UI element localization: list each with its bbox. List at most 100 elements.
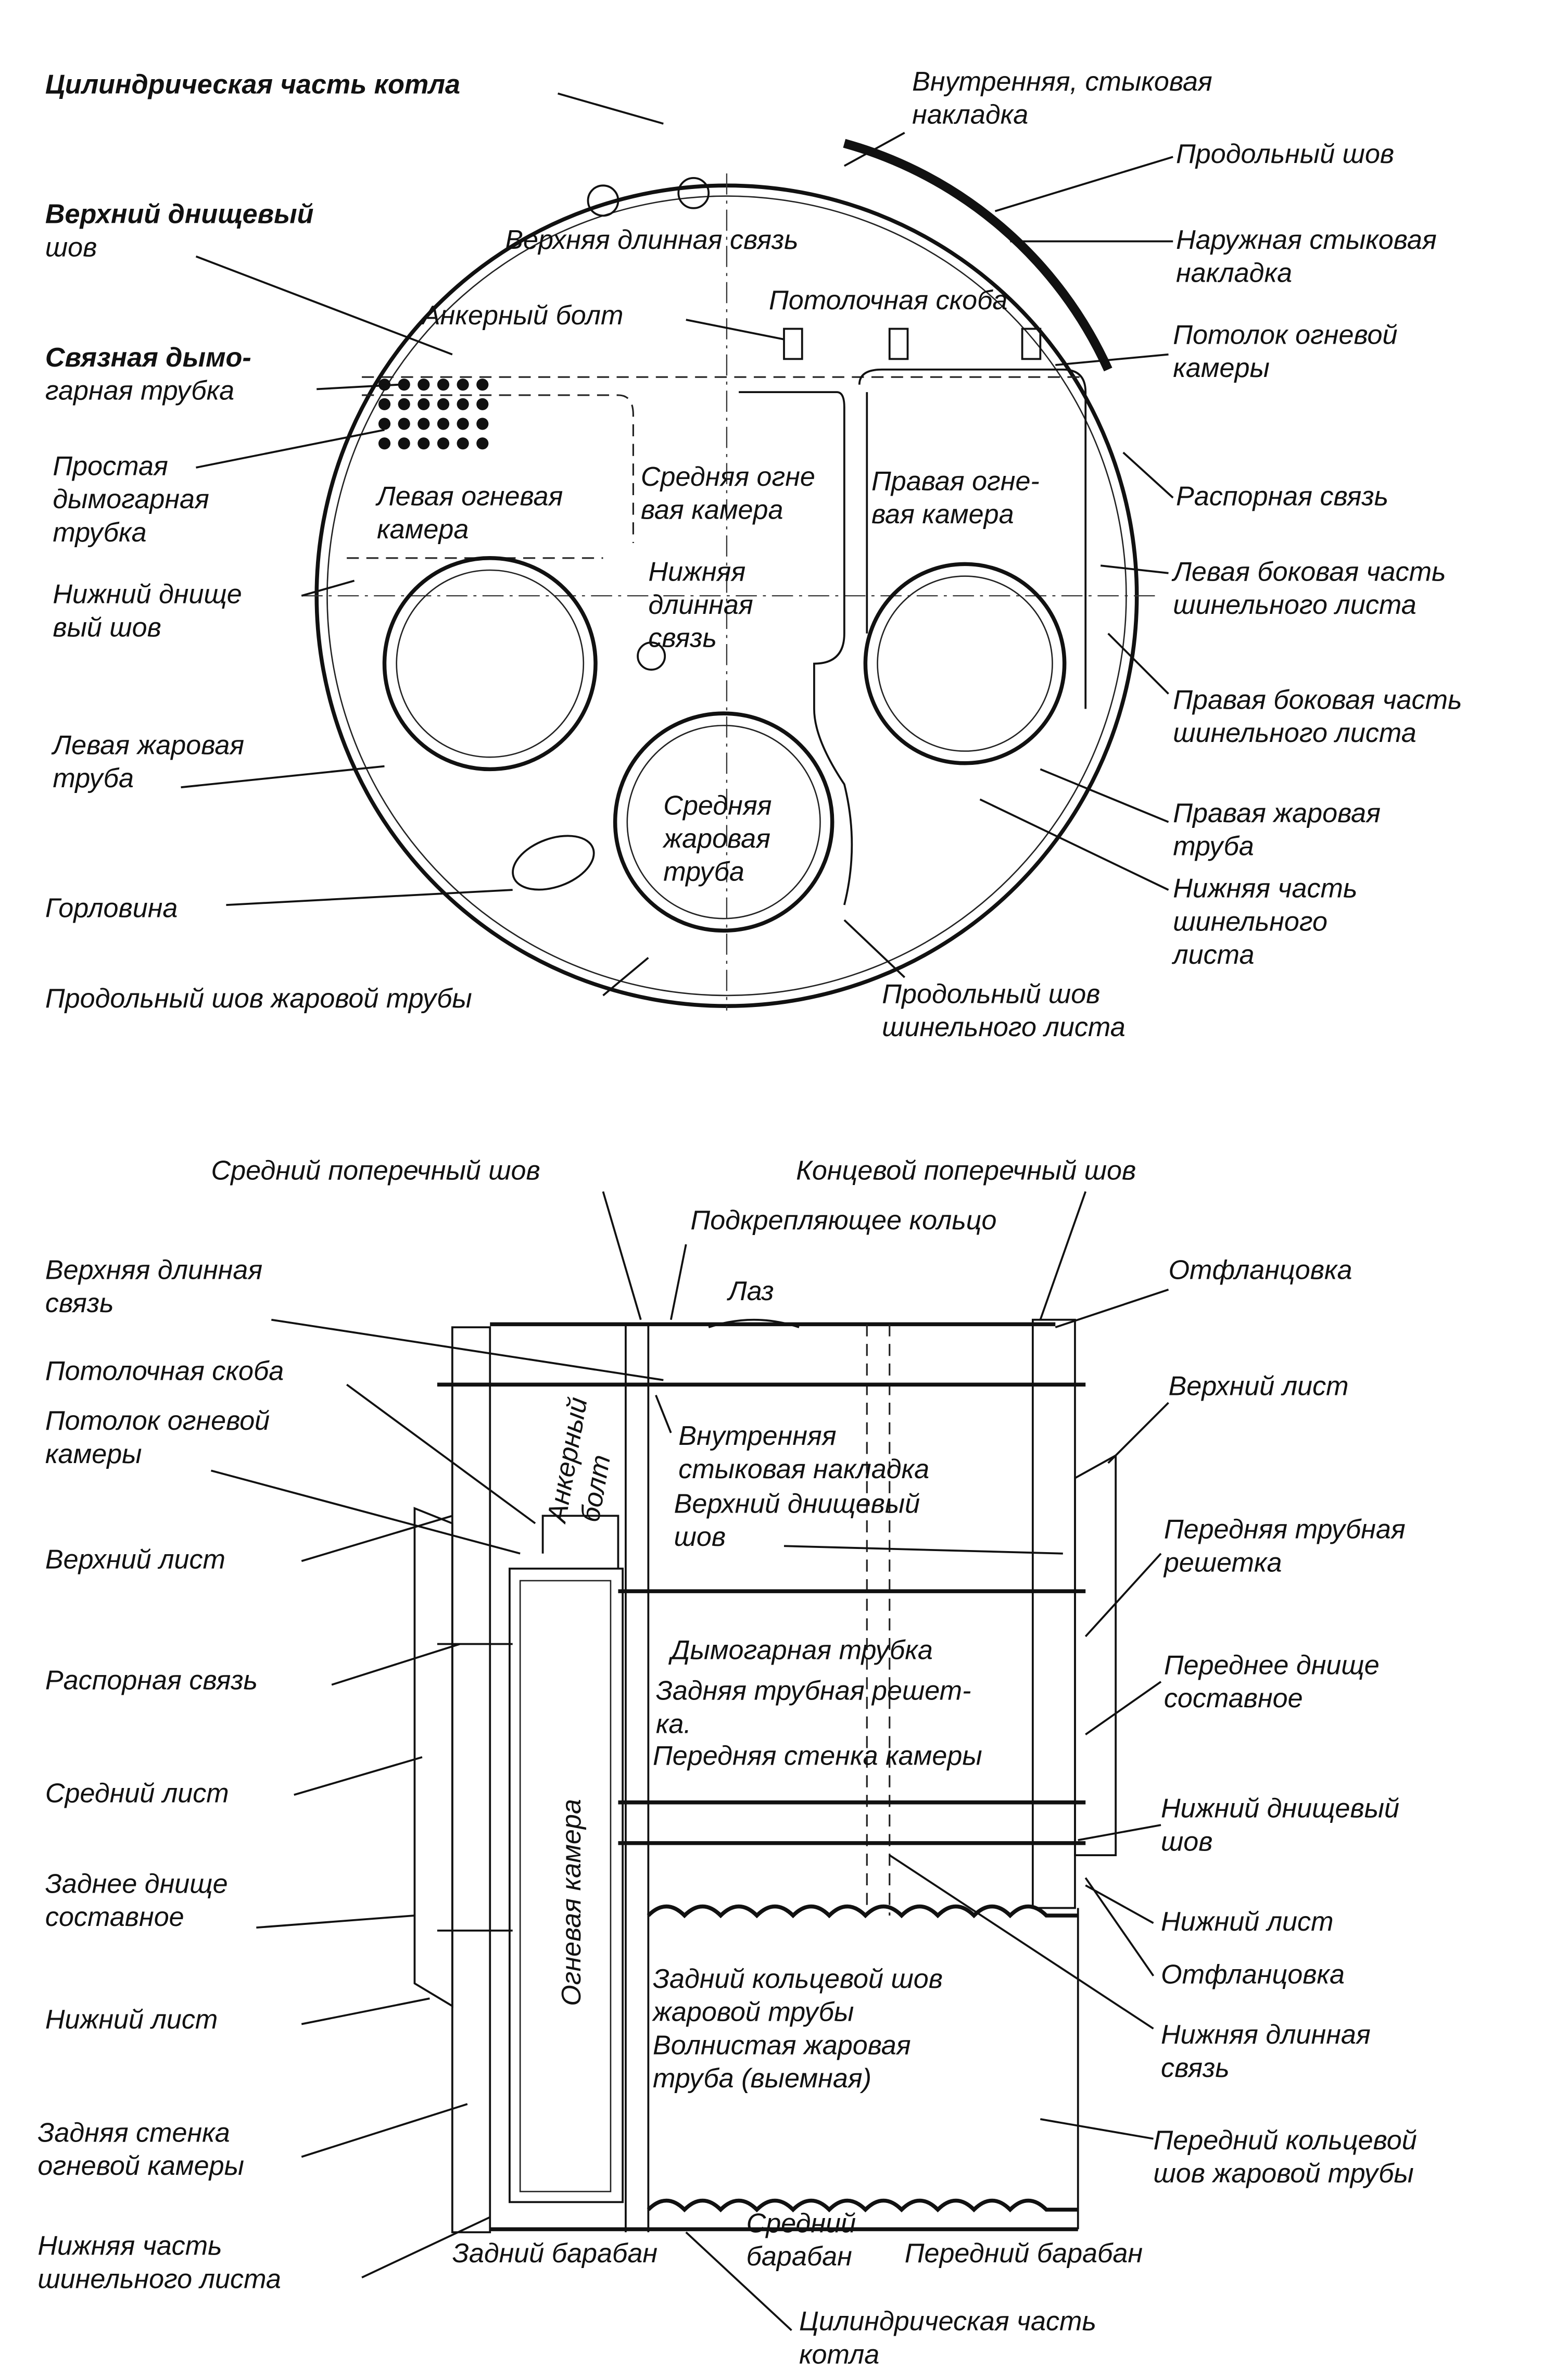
- smoke-tube-dot: [378, 398, 391, 410]
- label-top-view-manhole: Горловина: [45, 893, 178, 923]
- label-side-view-lower-head-seam: шов: [1161, 1827, 1212, 1857]
- label-side-view-cyl-part: Цилиндрическая часть: [799, 2307, 1096, 2337]
- smoke-tube-dot: [398, 379, 410, 391]
- label-side-view-spacer-stay: Распорная связь: [45, 1665, 258, 1695]
- label-top-view-stay-tube: гарная трубка: [45, 376, 234, 406]
- leader-line: [181, 765, 385, 789]
- smoke-tube-dot: [398, 437, 410, 450]
- corrugated-flue-top: [647, 1904, 1078, 1919]
- smoke-tube-dot: [437, 418, 450, 430]
- label-top-view-inner-strap: Внутренняя, стыковая: [912, 67, 1212, 97]
- smoke-tube-array: [378, 379, 489, 450]
- label-top-view-left-chamber: камера: [377, 514, 469, 545]
- smoke-tube-dot: [418, 379, 430, 391]
- label-side-view-front-tube-plate: Передняя трубная: [1164, 1515, 1406, 1545]
- leader-line: [1078, 1824, 1161, 1841]
- outer-butt-strap: [843, 138, 1112, 372]
- label-top-view-right-chamber: вая камера: [871, 499, 1014, 530]
- label-top-view-right-flue: труба: [1173, 831, 1254, 861]
- boiler-side-section: [413, 1318, 1117, 2234]
- leader-line: [686, 319, 785, 341]
- leader-line: [1107, 633, 1169, 695]
- leader-line: [1055, 1288, 1169, 1328]
- label-top-view-left-flue: Левая жаровая: [51, 730, 244, 760]
- label-side-view-firebox-ceiling: Потолок огневой: [45, 1406, 270, 1436]
- leader-line: [226, 889, 513, 906]
- label-side-view-rear-tube-plate: ка.: [656, 1709, 691, 1739]
- label-side-view-rear-flue-seam: жаровой трубы: [652, 1997, 854, 2027]
- label-top-view-upper-head-seam: Верхний днищевый: [45, 199, 314, 230]
- leader-line: [1084, 1877, 1155, 1976]
- label-top-view-cyl-part: Цилиндрическая часть котла: [45, 70, 460, 100]
- leader-line: [196, 429, 385, 469]
- label-top-view-lower-head-seam: Нижний днище: [53, 580, 242, 610]
- label-side-view-rear-flue-seam: Задний кольцевой шов: [653, 1964, 943, 1994]
- leader-line: [994, 156, 1173, 212]
- right-flue-tube: [863, 562, 1067, 765]
- leader-line: [1107, 1402, 1169, 1464]
- ceiling-bracket: [783, 328, 803, 360]
- label-side-view-chamber-front-wall: Передняя стенка камеры: [653, 1741, 982, 1771]
- leader-line: [1100, 564, 1169, 574]
- smoke-tube-dot: [398, 398, 410, 410]
- label-side-view-rear-tube-plate: Задняя трубная решет-: [656, 1676, 971, 1706]
- leader-lines: [181, 92, 1174, 2331]
- label-top-view-long-seam: Продольный шов: [1176, 139, 1394, 169]
- leader-line: [783, 1545, 1063, 1555]
- upper-stay-end: [677, 177, 710, 209]
- label-side-view-chamber-rear-wall: Задняя стенка: [37, 2118, 230, 2148]
- label-top-view-outer-strap: Наружная стыковая: [1176, 225, 1437, 255]
- label-top-view-lower-sheet-part: листа: [1171, 940, 1254, 970]
- leader-line: [301, 580, 355, 597]
- smoke-tube-dot: [476, 398, 489, 410]
- label-side-view-lower-long-stay: связь: [1161, 2053, 1230, 2083]
- label-side-view-upper-sheet-left: Верхний лист: [45, 1545, 225, 1575]
- label-side-view-inner-strap: стыковая накладка: [678, 1454, 929, 1484]
- label-side-view-end-circ-seam: Концевой поперечный шов: [796, 1155, 1136, 1186]
- label-side-view-flange-bottom: Отфланцовка: [1161, 1959, 1345, 1989]
- smoke-tube-dot: [457, 379, 469, 391]
- leader-line: [294, 1756, 423, 1796]
- label-top-view-lower-head-seam: вый шов: [53, 612, 161, 643]
- label-side-view-firebox-ceiling: камеры: [45, 1439, 142, 1469]
- leader-line: [331, 1643, 460, 1686]
- label-top-view-spacer-stay: Распорная связь: [1176, 481, 1388, 511]
- label-top-view-lower-sheet-part: шинельного: [1173, 906, 1327, 937]
- smoke-tube-dot: [418, 398, 430, 410]
- label-side-view-middle-drum: барабан: [747, 2241, 852, 2272]
- upper-stay-end: [587, 184, 619, 217]
- label-side-view-cyl-part: котла: [799, 2339, 879, 2368]
- leader-line: [558, 92, 664, 125]
- ceiling-bracket: [888, 328, 909, 360]
- label-side-view-front-head: Переднее днище: [1164, 1650, 1380, 1680]
- label-side-view-firebox: Огневая камера: [557, 1799, 587, 2006]
- leader-line: [1040, 2118, 1154, 2140]
- label-top-view-lower-sheet-part: Нижняя часть: [1173, 874, 1357, 904]
- front-head-plate: [1031, 1318, 1076, 1909]
- label-side-view-stiff-ring: Подкрепляющее кольцо: [690, 1205, 996, 1236]
- leader-line: [843, 919, 905, 978]
- label-side-view-front-flue-seam: Передний кольцевой: [1154, 2125, 1417, 2156]
- label-top-view-firebox-ceiling: Потолок огневой: [1173, 320, 1397, 350]
- smoke-tube-dot: [457, 398, 469, 410]
- left-flue-tube-inner: [396, 569, 585, 758]
- label-side-view-upper-head-seam: шов: [674, 1522, 726, 1552]
- label-side-view-upper-head-seam: Верхний днищевый: [674, 1489, 920, 1519]
- label-top-view-lower-long-stay: Нижняя: [648, 557, 745, 587]
- smoke-tube-dot: [378, 437, 391, 450]
- label-side-view-front-tube-plate: решетка: [1163, 1547, 1282, 1578]
- label-top-view-left-side-sheet: Левая боковая часть: [1171, 557, 1446, 587]
- label-side-view-ceiling-bracket: Потолочная скоба: [45, 1356, 284, 1387]
- label-side-view-corrugated-flue: Волнистая жаровая: [653, 2030, 911, 2060]
- middle-flue-tube-inner: [626, 725, 821, 920]
- leader-line: [843, 132, 905, 167]
- label-side-view-upper-long-stay: связь: [45, 1288, 114, 1318]
- leader-line: [301, 2103, 468, 2158]
- label-side-view-lower-sheet-right: Нижний лист: [1161, 1907, 1333, 1937]
- leader-line: [669, 1244, 687, 1320]
- label-side-view-middle-sheet: Средний лист: [45, 1779, 229, 1809]
- leader-line: [346, 1383, 536, 1525]
- label-top-view-left-flue: труба: [53, 763, 134, 793]
- leader-line: [361, 2216, 491, 2278]
- label-side-view-chamber-rear-wall: огневой камеры: [37, 2151, 244, 2181]
